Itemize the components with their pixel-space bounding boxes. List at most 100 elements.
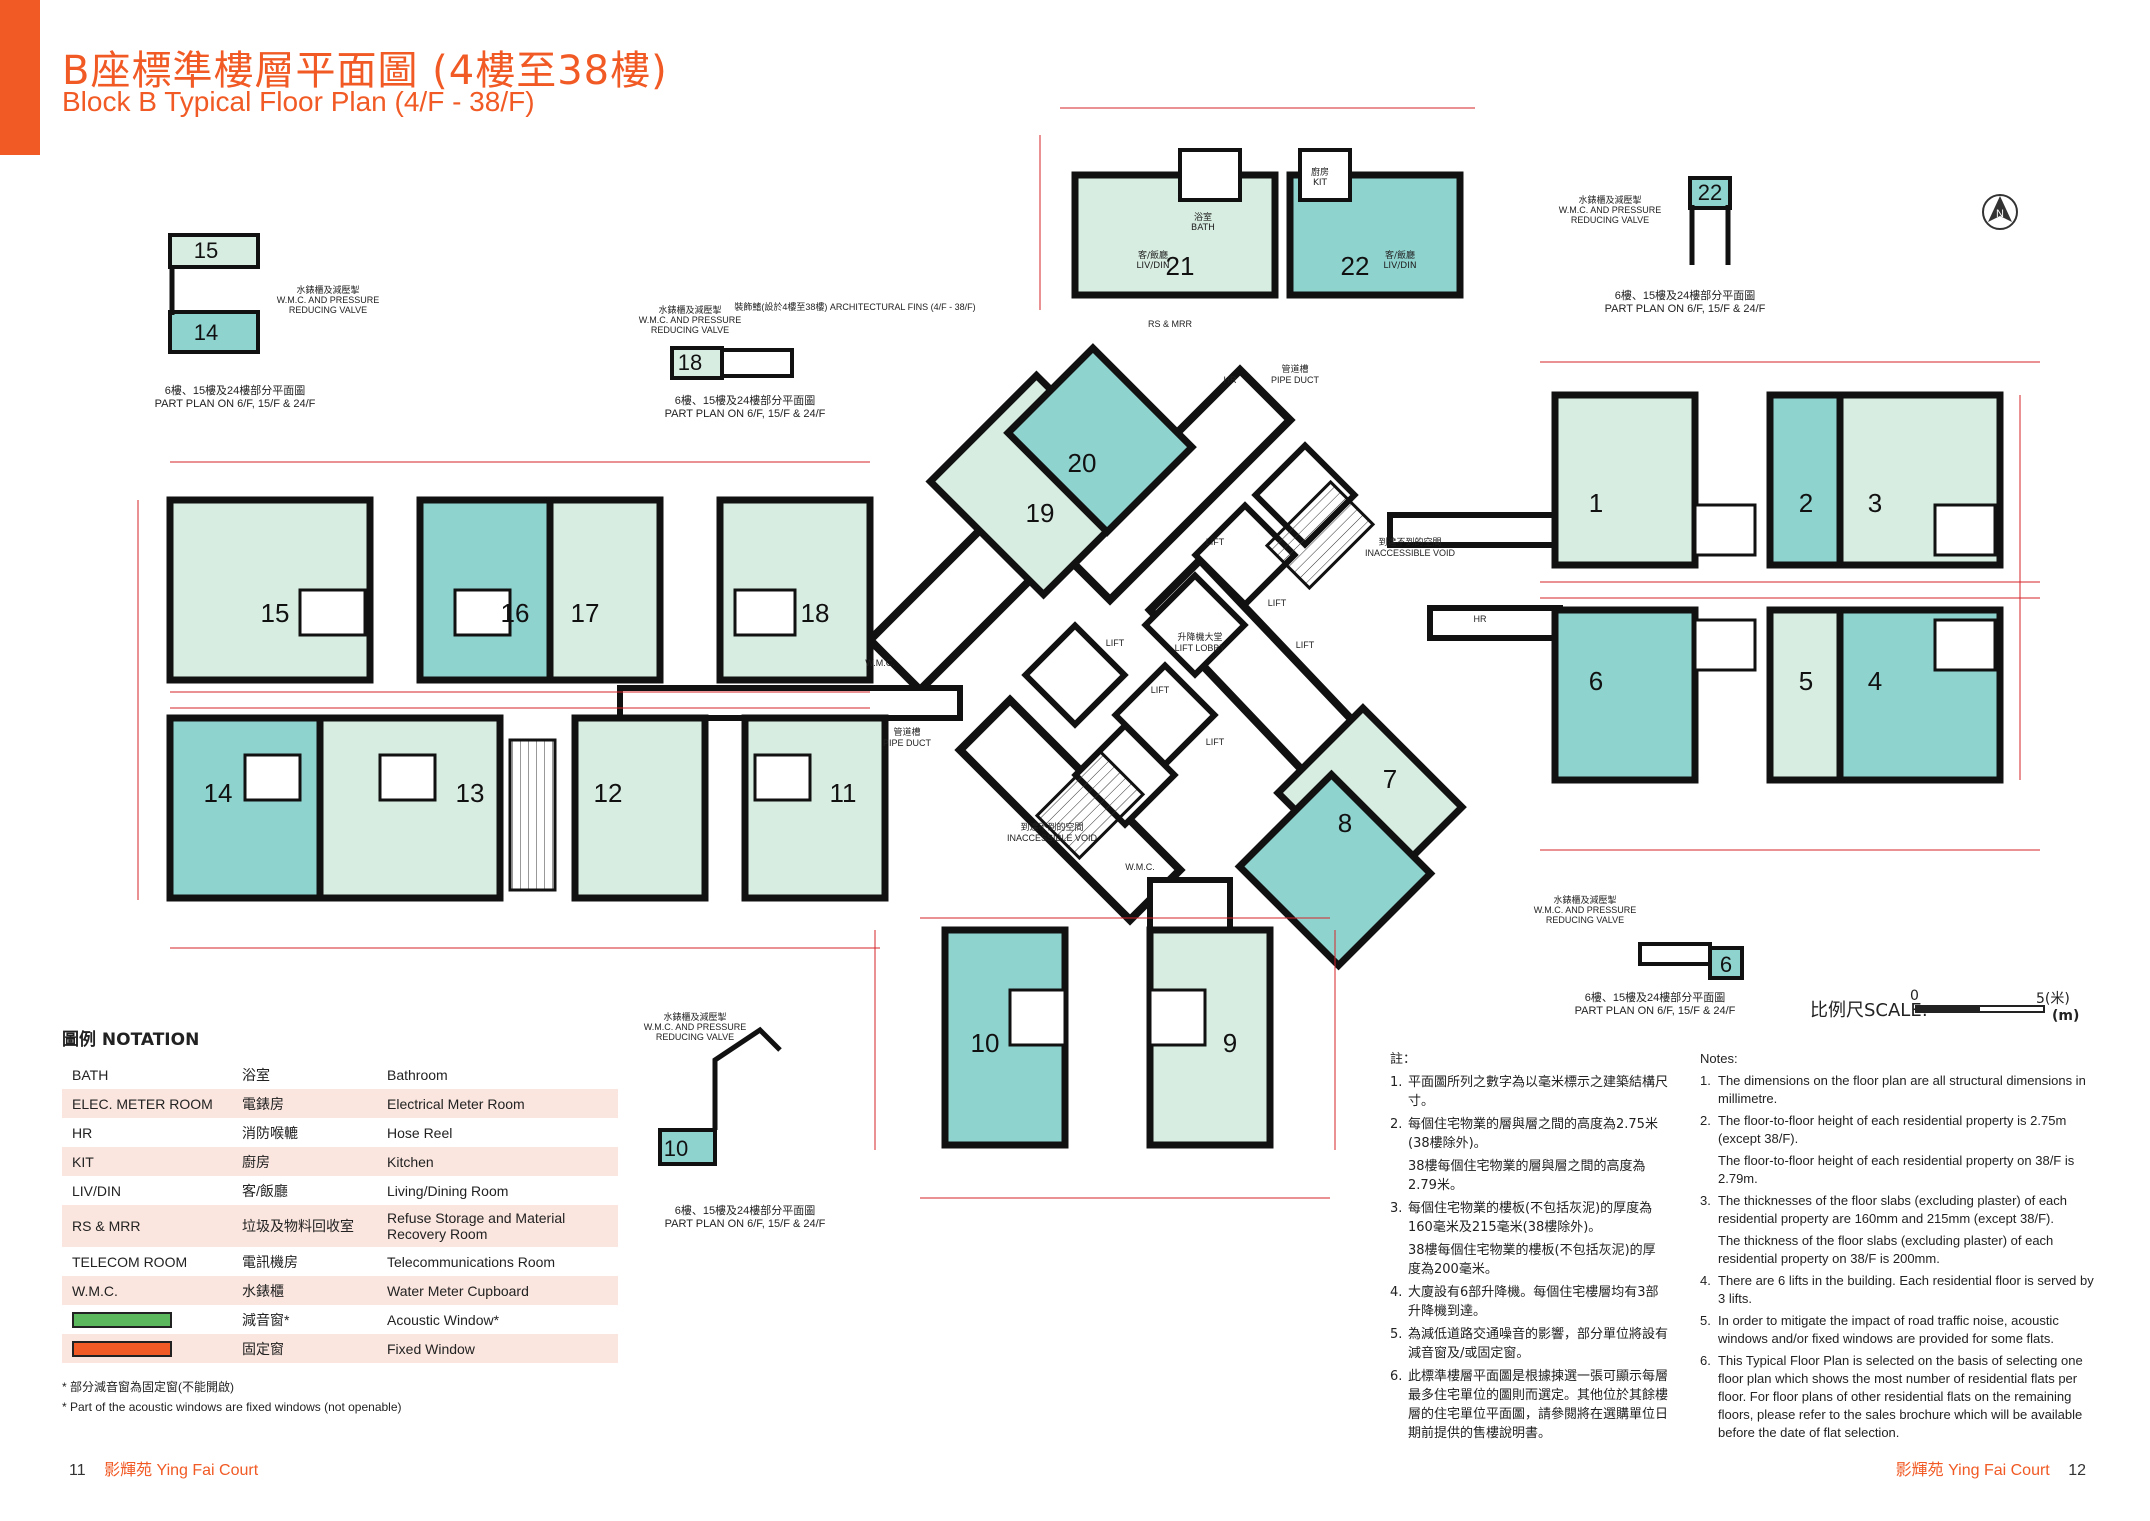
- flat-number: 8: [1338, 808, 1352, 838]
- part-plan-22: [1688, 176, 1732, 265]
- part-plan-numbers: 15 14 18 22 6 10: [194, 180, 1732, 1161]
- svg-text:管道槽: 管道槽: [893, 726, 920, 737]
- svg-text:PIPE DUCT: PIPE DUCT: [1271, 375, 1320, 385]
- page-number-right: 12: [2068, 1462, 2086, 1479]
- note-item: 2.The floor-to-floor height of each resi…: [1700, 1113, 2067, 1146]
- accent-bar: [0, 0, 40, 155]
- svg-text:HR: HR: [1474, 614, 1487, 624]
- note-item: 1.The dimensions on the floor plan are a…: [1700, 1073, 2086, 1106]
- note-item: 6.This Typical Floor Plan is selected on…: [1700, 1353, 2083, 1440]
- acoustic-window-swatch: [72, 1312, 172, 1329]
- upper-diagonal-wing: [925, 343, 1197, 600]
- svg-text:客/飯廳: 客/飯廳: [1138, 249, 1168, 261]
- fixed-window-swatch: [72, 1341, 172, 1358]
- central-core: [617, 364, 1563, 933]
- flat-number: 6: [1589, 666, 1603, 696]
- top-wing: [1071, 148, 1464, 299]
- svg-text:LIV/DIN: LIV/DIN: [1136, 261, 1169, 271]
- svg-text:KIT: KIT: [1313, 178, 1328, 188]
- svg-text:14: 14: [194, 320, 218, 345]
- note-item: 4.大廈設有6部升降機。每個住宅樓層均有3部升降機到達。: [1390, 1285, 1659, 1319]
- scale-zero: 0: [1910, 988, 1919, 1004]
- flat-number: 12: [594, 778, 623, 808]
- core-labels: 升降機大堂 LIFT LOBBY 到達不到的空間 INACCESSIBLE VO…: [734, 301, 1487, 872]
- flat-number: 11: [830, 778, 857, 808]
- flat-number: 4: [1868, 666, 1882, 696]
- footer-brand-right: 影輝苑 Ying Fai Court: [1895, 1462, 2050, 1479]
- svg-text:浴室: 浴室: [1194, 211, 1212, 223]
- svg-text:RS & MRR: RS & MRR: [1148, 319, 1193, 329]
- footer-brand-left: 影輝苑 Ying Fai Court: [104, 1462, 259, 1479]
- notation-heading: 圖例 NOTATION: [62, 1030, 200, 1050]
- flat-number: 19: [1026, 498, 1055, 528]
- notation-row: 減音窗*Acoustic Window*: [62, 1305, 618, 1334]
- note-item: 3.每個住宅物業的樓板(不包括灰泥)的厚度為160毫米及215毫米(38樓除外)…: [1390, 1201, 1653, 1235]
- notes-english: Notes: 1.The dimensions on the floor pla…: [1700, 1050, 2100, 1446]
- footer-left: 11 影輝苑 Ying Fai Court: [55, 1456, 258, 1480]
- svg-text:INACCESSIBLE VOID: INACCESSIBLE VOID: [1365, 548, 1456, 558]
- flat-number: 3: [1868, 488, 1882, 518]
- note-item: 5.為減低道路交通噪音的影響，部分單位將設有減音窗及/或固定窗。: [1390, 1327, 1669, 1361]
- svg-text:LIFT: LIFT: [1296, 640, 1315, 650]
- svg-text:10: 10: [664, 1136, 688, 1161]
- footer-right: 影輝苑 Ying Fai Court 12: [1896, 1456, 2100, 1480]
- notes-heading: 註：: [1390, 1052, 1417, 1067]
- svg-text:到達不到的空間: 到達不到的空間: [1378, 536, 1441, 547]
- svg-text:BATH: BATH: [1191, 223, 1215, 233]
- flat-number: 14: [204, 778, 233, 808]
- note-sub: The floor-to-floor height of each reside…: [1718, 1153, 2075, 1186]
- scale-label: 比例尺SCALE:: [1810, 1000, 1928, 1021]
- flat-number: 13: [456, 778, 485, 808]
- north-arrow: [1982, 194, 2018, 230]
- flat-number: 7: [1383, 764, 1397, 794]
- page-title-en: Block B Typical Floor Plan (4/F - 38/F): [62, 86, 535, 117]
- flat-number: 18: [801, 598, 830, 628]
- page-title-cn: B座標準樓層平面圖 (4樓至38樓): [62, 48, 668, 94]
- flat-number: 15: [261, 598, 290, 628]
- svg-text:LIFT: LIFT: [1268, 598, 1287, 608]
- flat-number: 9: [1223, 1028, 1237, 1058]
- svg-text:PIPE DUCT: PIPE DUCT: [883, 738, 932, 748]
- flat-number: 2: [1799, 488, 1813, 518]
- svg-text:升降機大堂: 升降機大堂: [1177, 631, 1222, 642]
- part-plan-6: [1638, 942, 1744, 980]
- room-labels: 客/飯廳 LIV/DIN 客/飯廳 LIV/DIN 浴室 BATH 廚房 KIT: [1136, 166, 1416, 271]
- notes-chinese: 註： 1.平面圖所列之數字為以毫米標示之建築結構尺寸。 2.每個住宅物業的層與層…: [1390, 1050, 1668, 1447]
- svg-text:LIFT: LIFT: [1106, 638, 1125, 648]
- svg-text:W.M.C.: W.M.C.: [1125, 862, 1155, 872]
- right-wing: [1551, 391, 2004, 784]
- scale-five: 5(米): [2036, 991, 2070, 1007]
- svg-text:18: 18: [678, 350, 702, 375]
- flat-number: 1: [1589, 488, 1603, 518]
- note-item: 3.The thicknesses of the floor slabs (ex…: [1700, 1193, 2068, 1226]
- svg-text:管道槽: 管道槽: [1281, 363, 1308, 374]
- footnote-cn: * 部分減音窗為固定窗(不能開啟): [62, 1380, 234, 1394]
- svg-text:裝飾鰭(設於4樓至38樓) ARCHITECTURAL FI: 裝飾鰭(設於4樓至38樓) ARCHITECTURAL FINS (4/F - …: [734, 301, 975, 312]
- svg-text:廚房: 廚房: [1311, 166, 1329, 178]
- footnote-en: * Part of the acoustic windows are fixed…: [62, 1400, 402, 1414]
- flat-number: 10: [971, 1028, 1000, 1058]
- scale-bar: [1915, 1005, 2045, 1013]
- flat-number: 17: [571, 598, 600, 628]
- notes-heading: Notes:: [1700, 1051, 1738, 1066]
